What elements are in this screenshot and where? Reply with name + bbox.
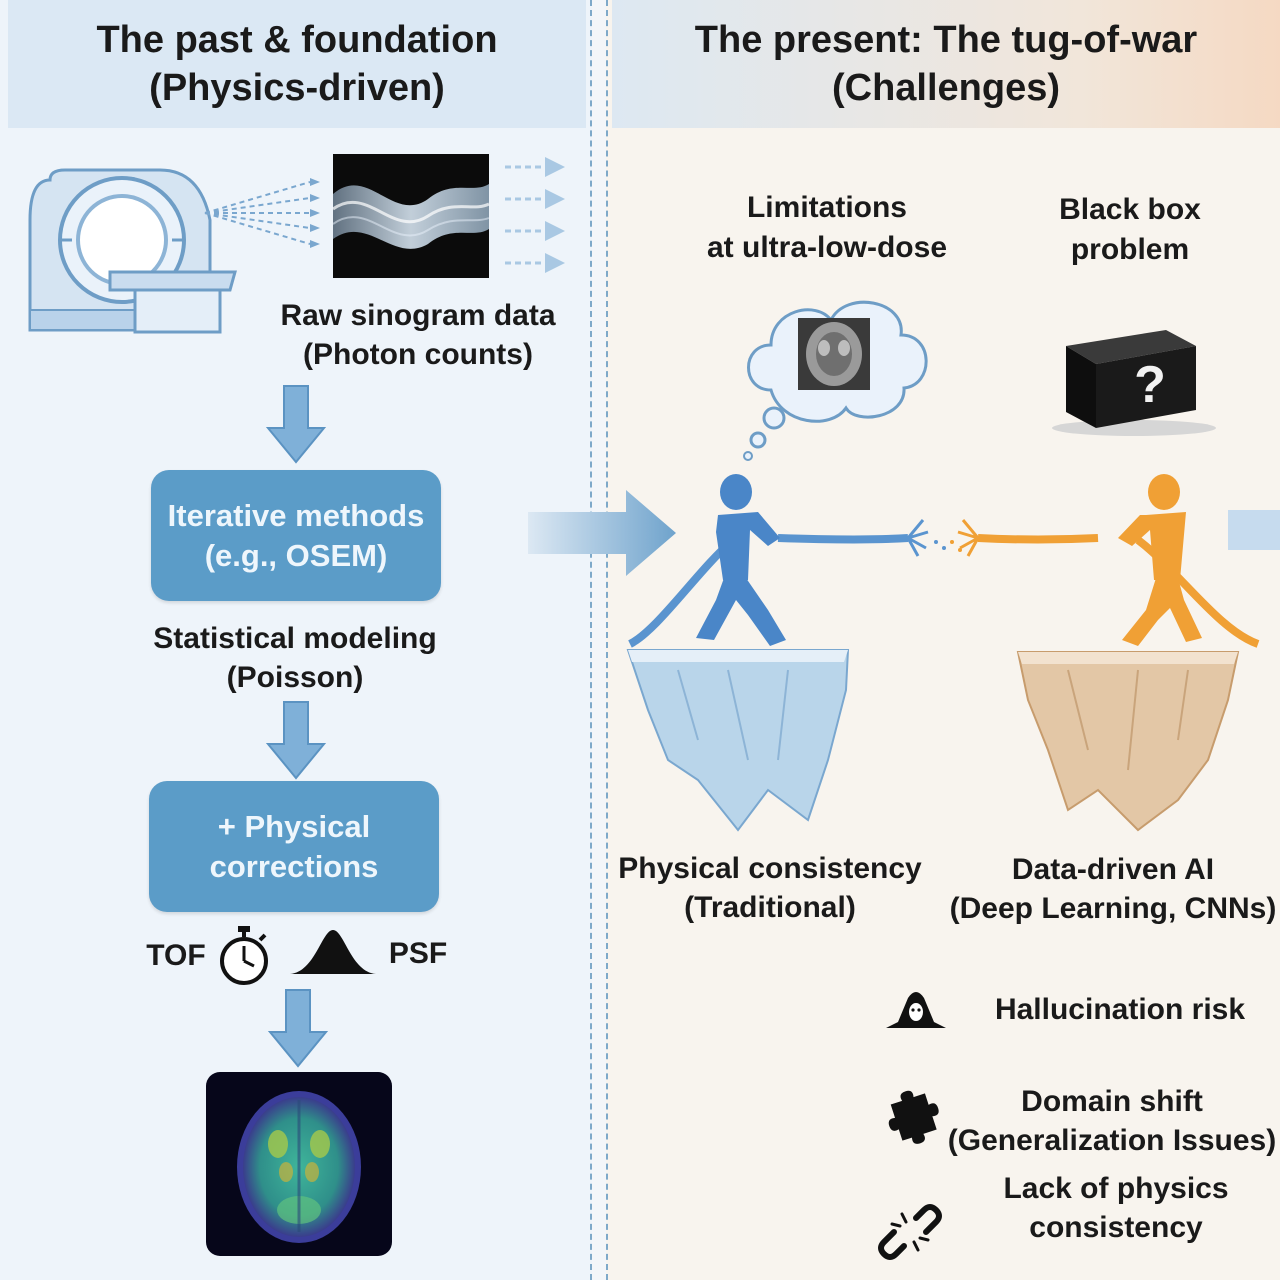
blackbox-label-line1: Black box bbox=[1059, 193, 1201, 226]
issue-domain-shift-line2: (Generalization Issues) bbox=[947, 1124, 1277, 1157]
sinogram-output-arrows bbox=[505, 157, 565, 273]
black-box-cube-icon: ? bbox=[1052, 330, 1216, 436]
pet-scanner-icon bbox=[28, 168, 237, 334]
blackbox-label-line2: problem bbox=[1070, 233, 1190, 266]
limitations-label-line1: Limitations bbox=[746, 191, 907, 224]
left-panel-title: The past & foundation bbox=[96, 19, 498, 61]
right-panel-header: The present: The tug-of-war (Challenges) bbox=[612, 0, 1280, 128]
right-panel-title: The present: The tug-of-war bbox=[694, 19, 1198, 61]
black-box-question-mark: ? bbox=[1134, 356, 1166, 414]
issue-hallucination-line1: Hallucination risk bbox=[994, 993, 1246, 1026]
left-panel-subtitle: (Physics-driven) bbox=[149, 67, 445, 109]
limitations-label-line2: at ultra-low-dose bbox=[706, 231, 947, 264]
data-driven-line2: (Deep Learning, CNNs) bbox=[949, 892, 1277, 925]
physical-corrections-box: + Physical corrections bbox=[149, 781, 439, 912]
puzzle-icon bbox=[888, 1090, 939, 1144]
continuation-arrow bbox=[1228, 510, 1280, 550]
issue-physics-consistency-line2: consistency bbox=[1029, 1211, 1203, 1244]
left-panel-header: The past & foundation (Physics-driven) bbox=[8, 0, 586, 128]
orange-figure bbox=[1118, 474, 1202, 646]
down-arrow-2 bbox=[265, 701, 327, 780]
thought-cloud-icon bbox=[743, 300, 928, 461]
stopwatch-icon bbox=[220, 926, 268, 985]
physical-consistency-line1: Physical consistency bbox=[618, 852, 922, 885]
transition-arrow bbox=[528, 490, 676, 576]
physical-corrections-line2: corrections bbox=[209, 848, 379, 884]
issue-domain-shift-line1: Domain shift bbox=[1021, 1085, 1203, 1118]
psf-curve-icon bbox=[290, 930, 376, 974]
sinogram-label-line2: (Photon counts) bbox=[303, 338, 533, 371]
sinogram-label-line1: Raw sinogram data bbox=[280, 299, 556, 332]
iterative-methods-line2: (e.g., OSEM) bbox=[204, 537, 388, 573]
physical-corrections-line1: + Physical bbox=[217, 808, 371, 844]
sinogram-image bbox=[332, 154, 490, 278]
issue-physics-consistency-line1: Lack of physics bbox=[1003, 1172, 1229, 1205]
statistical-modeling-line1: Statistical modeling bbox=[153, 622, 437, 655]
tof-label: TOF bbox=[146, 939, 206, 972]
iterative-methods-line1: Iterative methods bbox=[167, 497, 425, 533]
right-panel bbox=[606, 0, 1280, 1280]
ghost-icon bbox=[886, 992, 946, 1028]
right-panel-subtitle: (Challenges) bbox=[831, 67, 1061, 109]
scanner-beam-lines bbox=[204, 178, 320, 248]
left-cliff bbox=[626, 649, 850, 832]
psf-label: PSF bbox=[388, 937, 448, 970]
physical-consistency-line2: (Traditional) bbox=[684, 891, 856, 924]
broken-link-icon bbox=[878, 1204, 942, 1260]
blue-figure bbox=[696, 474, 786, 646]
down-arrow-1 bbox=[265, 385, 327, 464]
tug-of-war-scene bbox=[626, 474, 1260, 832]
down-arrow-3 bbox=[267, 989, 329, 1068]
data-driven-line1: Data-driven AI bbox=[1011, 853, 1215, 886]
pet-brain-image bbox=[206, 1072, 392, 1256]
statistical-modeling-line2: (Poisson) bbox=[226, 661, 364, 694]
right-cliff bbox=[1016, 651, 1240, 832]
iterative-methods-box: Iterative methods (e.g., OSEM) bbox=[151, 470, 441, 601]
